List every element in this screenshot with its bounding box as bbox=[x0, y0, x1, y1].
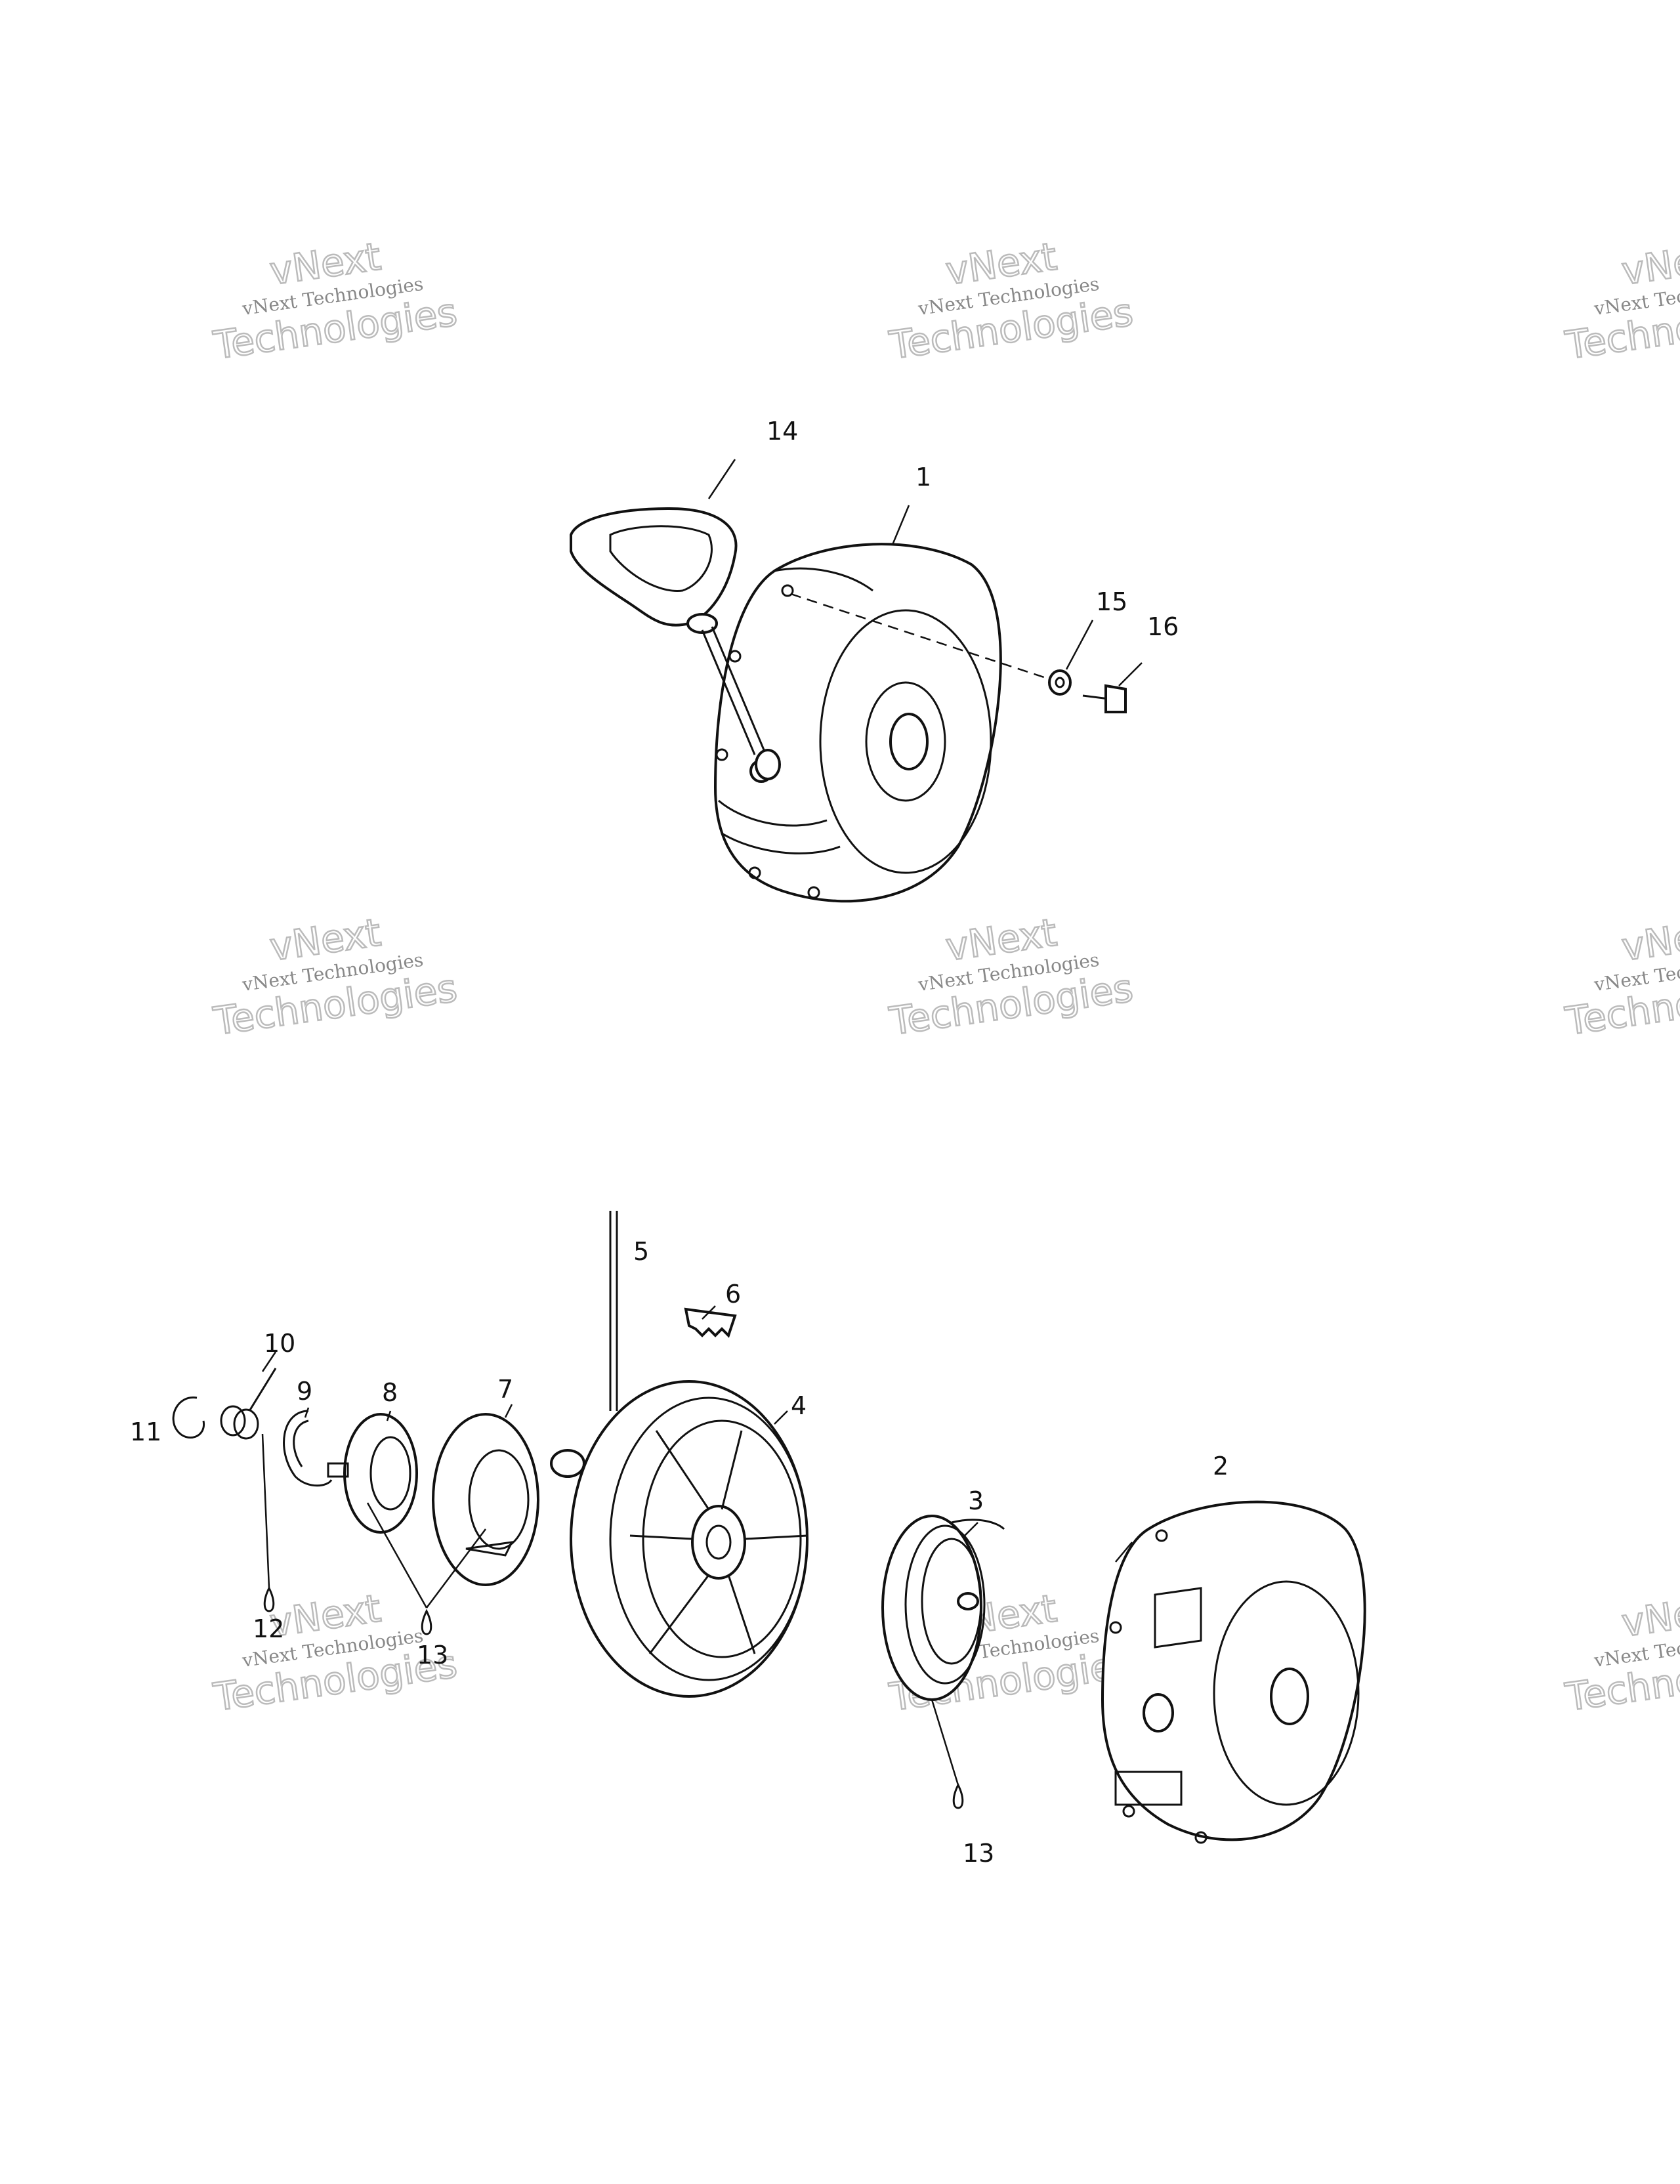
watermark: vNext vNext Technologies Technologies bbox=[1562, 1585, 1680, 1721]
callout-5: 5 bbox=[633, 1237, 649, 1266]
callout-9: 9 bbox=[297, 1377, 312, 1406]
part-4-rope-pulley bbox=[570, 1380, 808, 1698]
part-11-circlip bbox=[172, 1396, 205, 1439]
callout-13: 13 bbox=[963, 1839, 994, 1868]
callout-10: 10 bbox=[264, 1329, 295, 1358]
watermark: vNext vNext Technologies Technologies bbox=[1562, 909, 1680, 1045]
part-5-rope bbox=[609, 1211, 618, 1411]
part-10-spring bbox=[220, 1368, 277, 1440]
watermarks: vNext vNext Technologies Technologies vN… bbox=[210, 233, 1680, 1721]
callout-11: 11 bbox=[130, 1418, 161, 1446]
part-7-cam bbox=[432, 1413, 585, 1586]
callout-8: 8 bbox=[382, 1378, 398, 1407]
watermark-line1: vNext bbox=[1619, 910, 1680, 970]
part-9-e-clip bbox=[283, 1410, 333, 1487]
part-2-starter-housing bbox=[1101, 1500, 1366, 1844]
callout-13: 13 bbox=[417, 1641, 448, 1670]
callout-7: 7 bbox=[497, 1375, 513, 1404]
part-3-recoil-spring bbox=[881, 1515, 1005, 1701]
part-1-starter-housing bbox=[713, 543, 1002, 903]
callout-12: 12 bbox=[253, 1614, 284, 1643]
part-8-spring-plate bbox=[327, 1413, 418, 1534]
callout-6: 6 bbox=[725, 1280, 741, 1309]
part-13-grease-drop bbox=[421, 1608, 432, 1635]
callout-3: 3 bbox=[968, 1486, 984, 1515]
part-14-starter-handle bbox=[570, 507, 781, 780]
watermark: vNext vNext Technologies Technologies bbox=[210, 233, 461, 369]
leader-lines bbox=[261, 459, 1143, 1786]
watermark: vNext vNext Technologies Technologies bbox=[886, 909, 1137, 1045]
watermark: vNext vNext Technologies Technologies bbox=[1562, 233, 1680, 369]
watermark-line1: vNext bbox=[1619, 1586, 1680, 1646]
callout-1: 1 bbox=[915, 463, 931, 492]
watermark: vNext vNext Technologies Technologies bbox=[210, 909, 461, 1045]
watermark: vNext vNext Technologies Technologies bbox=[886, 233, 1137, 369]
part-15-washer bbox=[1048, 669, 1072, 696]
callout-15: 15 bbox=[1096, 587, 1127, 616]
part-6-pawl bbox=[684, 1307, 737, 1338]
callout-2: 2 bbox=[1213, 1452, 1228, 1480]
callout-4: 4 bbox=[791, 1391, 807, 1420]
callouts: 14 1 15 16 5 6 4 7 8 9 10 11 12 13 3 2 1… bbox=[130, 417, 1228, 1868]
assembly-axis-line bbox=[790, 593, 1051, 681]
watermark-line1: vNext bbox=[1619, 234, 1680, 294]
callout-16: 16 bbox=[1147, 612, 1179, 641]
part-16-bolt bbox=[1082, 684, 1127, 713]
part-12-grease-drop bbox=[263, 1586, 275, 1612]
callout-14: 14 bbox=[766, 417, 798, 446]
part-13-grease-drop bbox=[952, 1782, 964, 1809]
